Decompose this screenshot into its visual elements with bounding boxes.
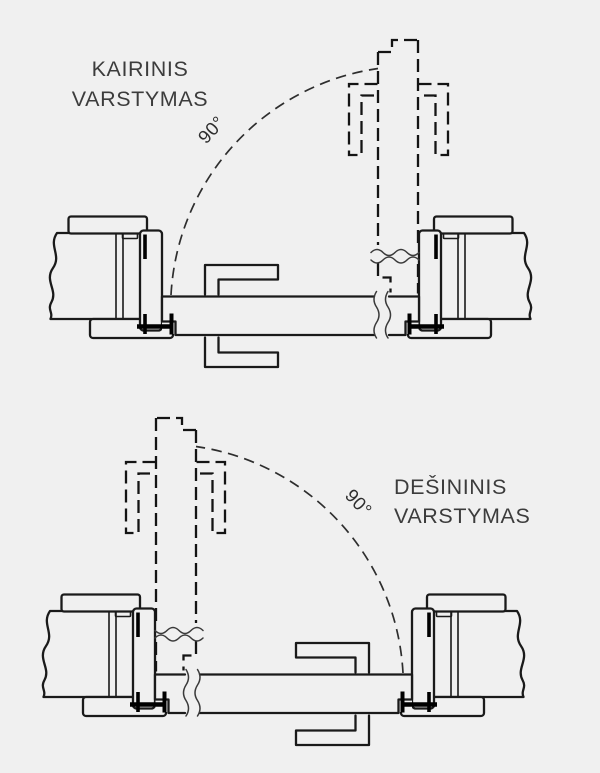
- left-opening-angle-label: 90°: [194, 112, 229, 148]
- right-opening-title-line1: DEŠININIS: [394, 474, 507, 499]
- left-opening-diagram: KAIRINIS VARSTYMAS 90°: [50, 40, 531, 367]
- right-opening-diagram: DEŠININIS VARSTYMAS 90°: [43, 418, 530, 745]
- left-opening-title-line1: KAIRINIS: [92, 57, 189, 81]
- right-opening-angle-label: 90°: [341, 485, 376, 521]
- left-opening-title-line2: VARSTYMAS: [72, 87, 208, 111]
- right-opening-drawing: [43, 418, 524, 745]
- right-opening-title-line2: VARSTYMAS: [394, 504, 530, 528]
